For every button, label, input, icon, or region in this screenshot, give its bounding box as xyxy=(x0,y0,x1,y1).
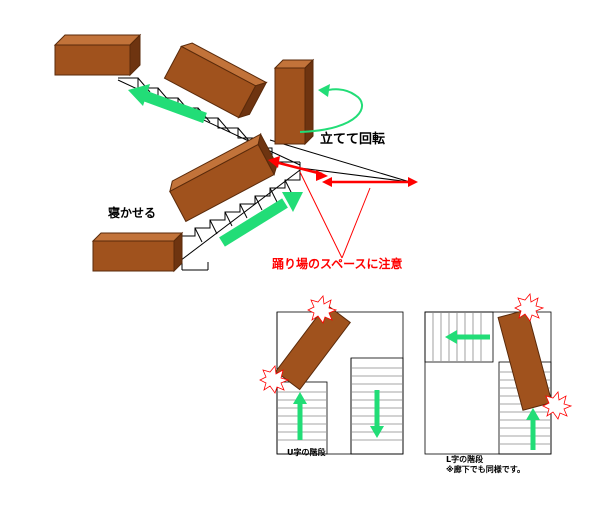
label-u-stair: U字の階段 xyxy=(287,448,326,457)
lower-flight-steps xyxy=(194,179,293,243)
u-stair-down-arrow xyxy=(370,390,384,438)
collision-mark-icon xyxy=(514,293,545,322)
furniture-box-tilted-top xyxy=(163,42,268,119)
label-landing-note: 踊り場のスペースに注意 xyxy=(272,257,403,271)
green-arrow-up-right xyxy=(219,192,303,247)
u-stair-up-arrow xyxy=(293,392,307,440)
landing-pointer-lines xyxy=(299,171,371,259)
label-stand-rotate: 立てて回転 xyxy=(320,132,386,147)
furniture-box-top-left xyxy=(53,33,142,77)
l-stair-left-arrow xyxy=(445,330,490,344)
green-arrow-up-left xyxy=(128,84,207,124)
red-arrowhead xyxy=(408,177,418,187)
red-arrowhead xyxy=(268,156,280,168)
furniture-box-bottom-left xyxy=(91,231,184,273)
label-l-stair: L字の階段 xyxy=(446,455,484,464)
l-stair-up-arrow xyxy=(526,408,540,450)
rotate-curved-arrow xyxy=(299,88,364,133)
label-l-stair-note: ※廊下でも同様です。 xyxy=(446,465,525,474)
collision-mark-icon xyxy=(259,365,290,394)
collision-mark-icon xyxy=(307,295,338,324)
rotate-arrowhead xyxy=(318,84,330,97)
collision-mark-icon xyxy=(542,391,573,420)
landing-width-arrow xyxy=(274,160,410,184)
red-arrowhead xyxy=(316,170,328,181)
label-lay-down: 寝かせる xyxy=(108,206,157,220)
l-stair-furniture xyxy=(497,309,553,411)
red-arrowhead xyxy=(322,177,332,187)
furniture-box-tilted-middle xyxy=(169,132,278,223)
